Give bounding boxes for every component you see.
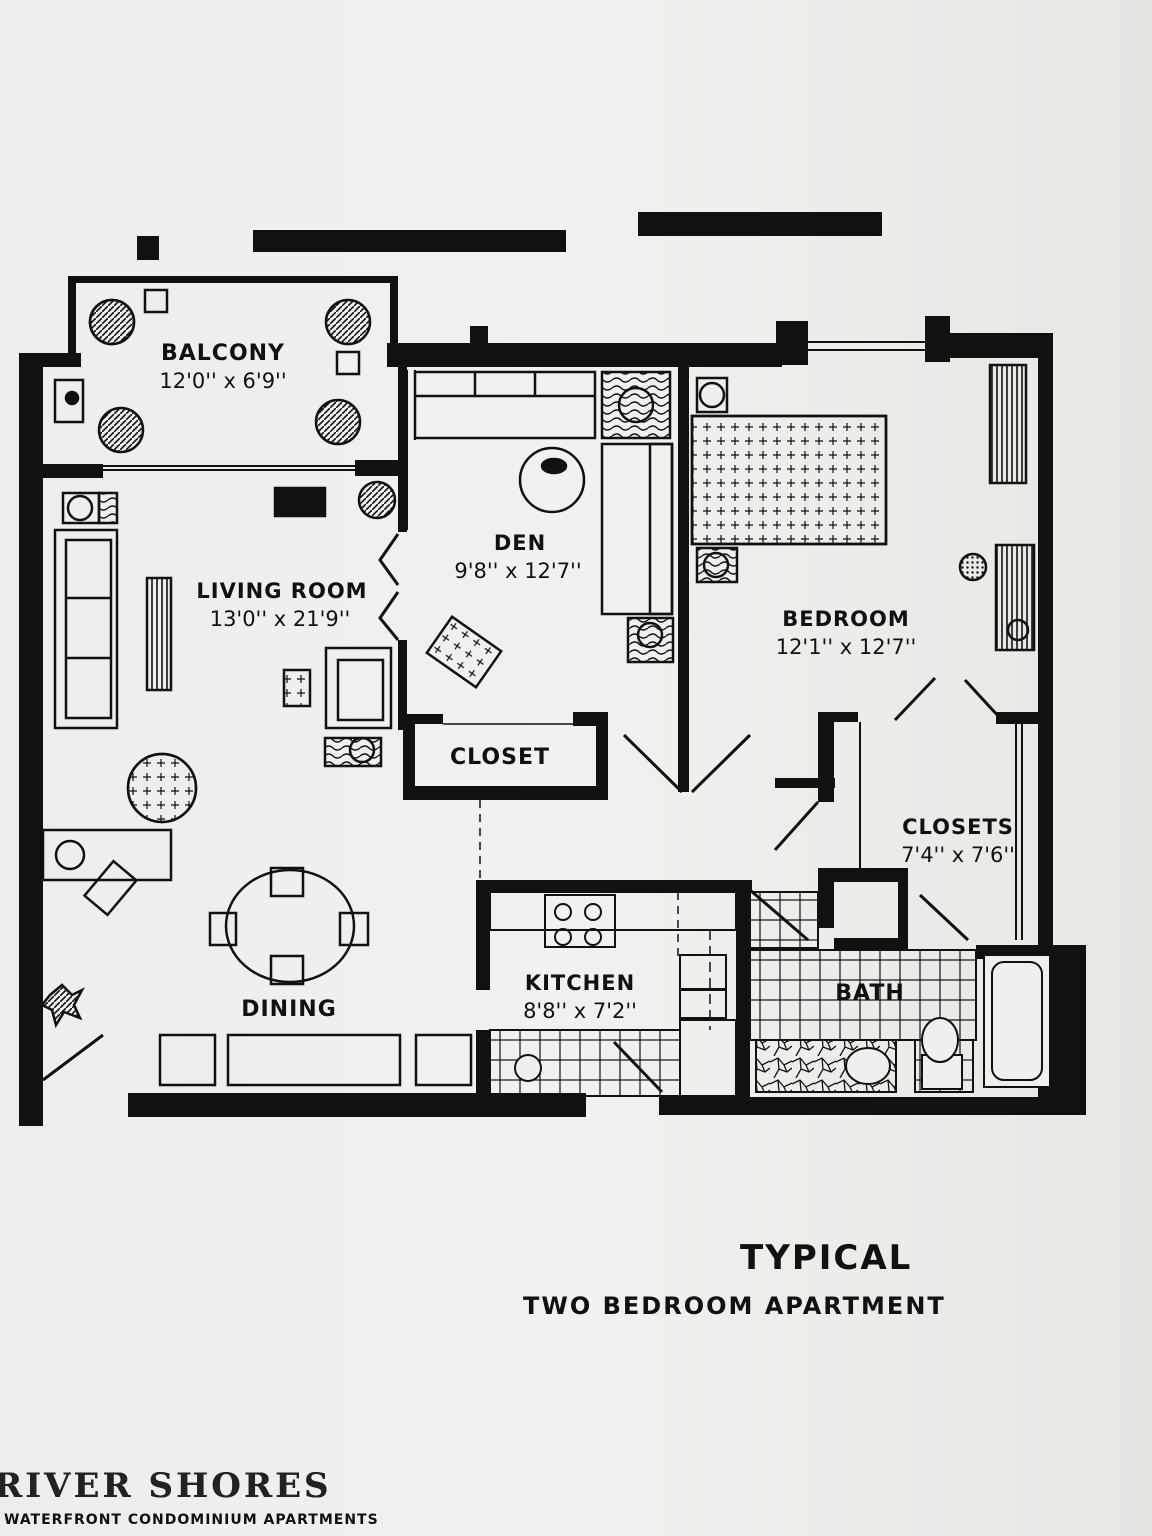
bath-label: BATH — [835, 981, 905, 1006]
balcony-size: 12'0'' x 6'9'' — [159, 369, 286, 393]
closets-size: 7'4'' x 7'6'' — [901, 843, 1015, 867]
kitchen-label: KITCHEN — [525, 971, 635, 995]
kitchen-size: 8'8'' x 7'2'' — [523, 999, 637, 1023]
living-room-furniture — [40, 480, 397, 1029]
caption-title: TYPICAL — [740, 1238, 913, 1278]
brand-name: RIVER SHORES — [0, 1466, 332, 1506]
bath-fixtures — [749, 891, 1051, 1093]
dining-label: DINING — [241, 997, 337, 1022]
brand-tagline: WATERFRONT CONDOMINIUM APARTMENTS — [4, 1512, 379, 1528]
den-size: 9'8'' x 12'7'' — [454, 559, 581, 583]
bedroom-furniture — [690, 363, 1036, 652]
balcony-label: BALCONY — [161, 341, 285, 366]
balcony-furniture — [53, 288, 372, 454]
den-furniture — [413, 370, 675, 689]
closet-label: CLOSET — [450, 745, 550, 770]
bedroom-size: 12'1'' x 12'7'' — [776, 635, 917, 659]
living-room-label: LIVING ROOM — [196, 579, 367, 603]
closets-label: CLOSETS — [902, 815, 1014, 839]
kitchen-fixtures — [489, 891, 737, 1097]
room-labels: BALCONY 12'0'' x 6'9'' LIVING ROOM 13'0'… — [159, 341, 1015, 1023]
walls — [19, 212, 1086, 1126]
dining-furniture — [158, 866, 473, 1087]
floor-plan-diagram: BALCONY 12'0'' x 6'9'' LIVING ROOM 13'0'… — [19, 212, 1086, 1126]
caption-subtitle: TWO BEDROOM APARTMENT — [523, 1292, 946, 1320]
living-room-size: 13'0'' x 21'9'' — [210, 607, 351, 631]
bedroom-label: BEDROOM — [782, 607, 910, 631]
den-label: DEN — [494, 531, 546, 555]
